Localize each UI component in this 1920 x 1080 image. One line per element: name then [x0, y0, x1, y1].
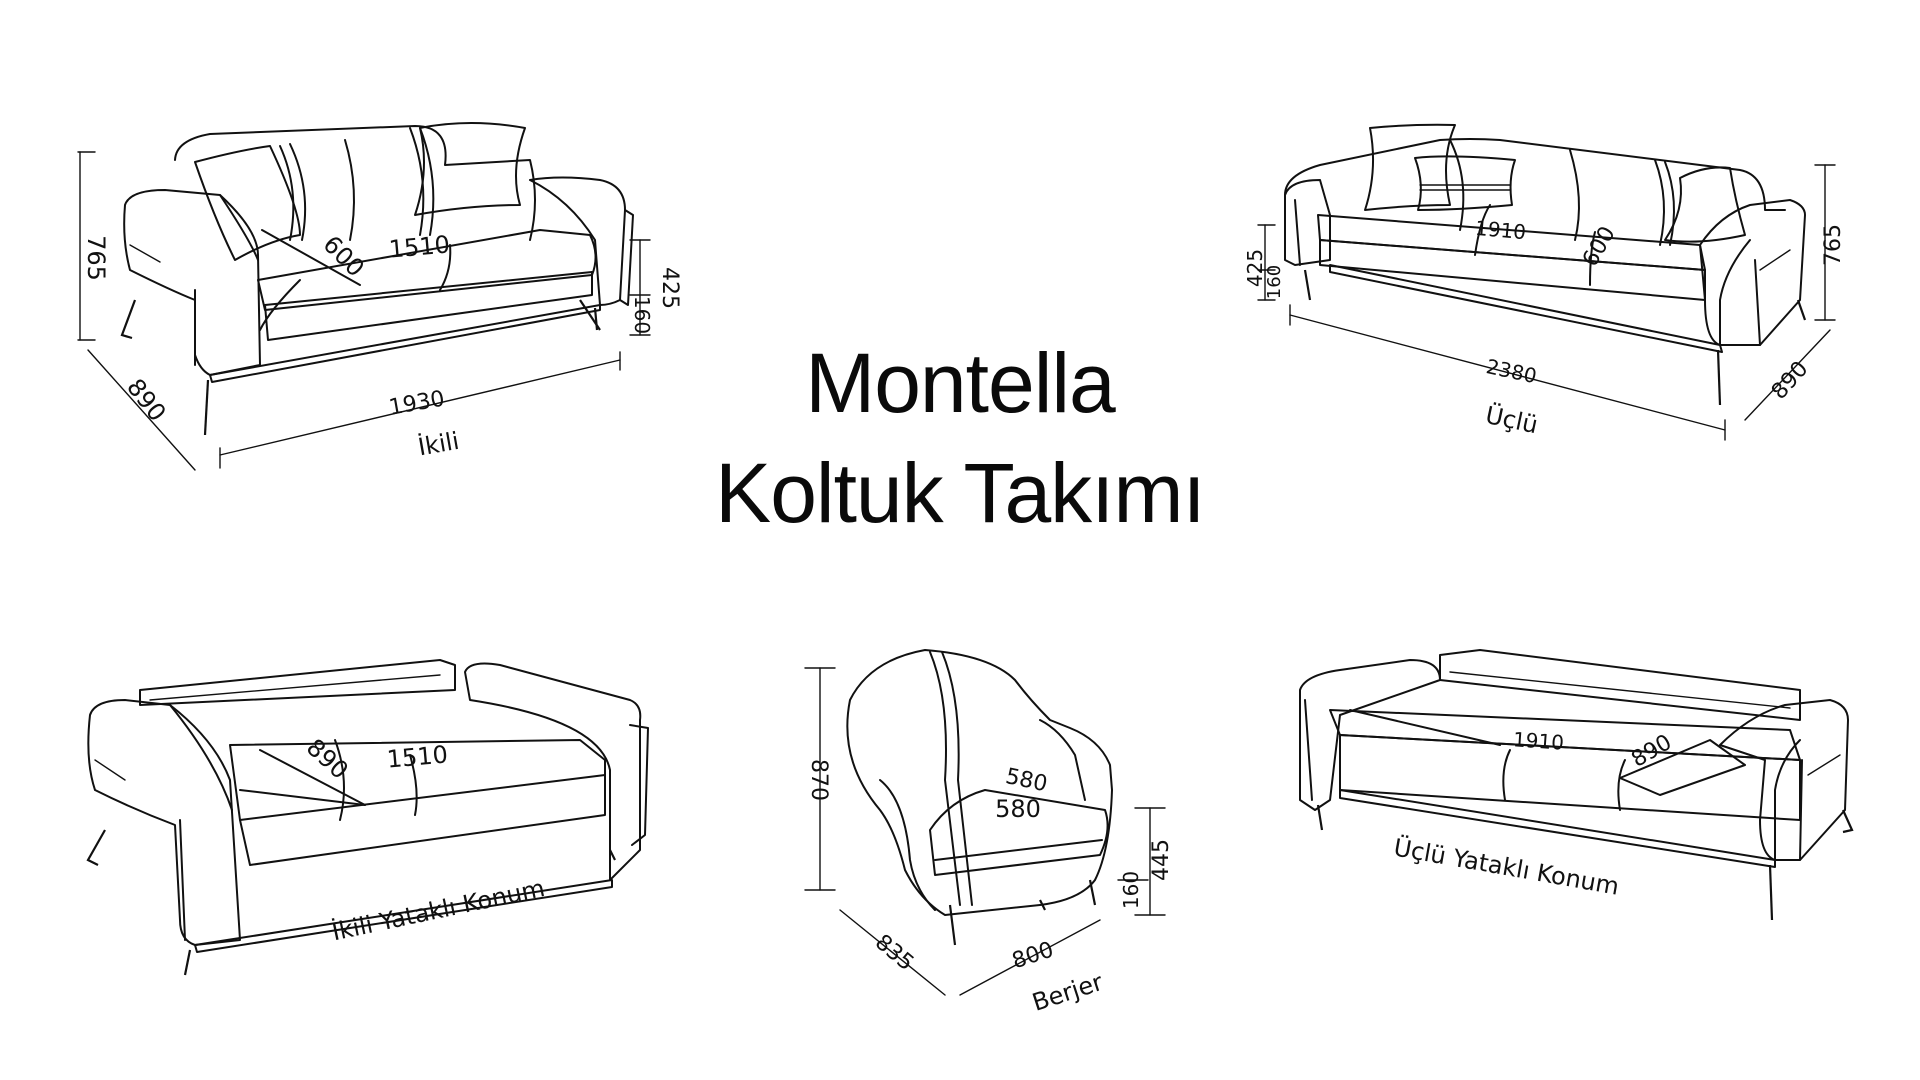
uclu-bed-drawing: 1910 890 Üçlü Yataklı Konum	[1299, 649, 1854, 921]
ikili-seat-height-label: 425	[657, 267, 682, 309]
title-line-2: Koltuk Takımı	[715, 446, 1206, 540]
ikili-bed-depth-label: 890	[301, 733, 354, 784]
ikili-bed-name: İkili Yataklı Konum	[329, 873, 547, 946]
berjer-armchair-drawing: 870 580 580 835 800 445 160 Berjer	[804, 649, 1174, 1017]
berjer-seat-depth-label: 580	[1003, 764, 1049, 797]
uclu-bed-name: Üçlü Yataklı Konum	[1392, 833, 1622, 901]
berjer-height-label: 870	[806, 759, 831, 801]
uclu-height-label: 765	[1821, 224, 1846, 266]
uclu-leg-height-label: 160	[1264, 265, 1285, 299]
ikili-leg-height-label: 160	[630, 296, 654, 334]
ikili-sofa-drawing: 765 890 1930 1510 600 425 160 İkili	[77, 122, 682, 471]
ikili-seat-depth-label: 600	[318, 230, 370, 282]
uclu-bed-width-label: 1910	[1512, 727, 1564, 754]
berjer-width-label: 800	[1009, 937, 1057, 974]
uclu-width-label: 2380	[1484, 354, 1539, 388]
berjer-depth-label: 835	[870, 930, 918, 976]
uclu-name: Üçlü	[1483, 400, 1541, 439]
berjer-leg-height-label: 160	[1119, 871, 1143, 909]
uclu-seat-width-label: 1910	[1474, 216, 1527, 244]
berjer-name: Berjer	[1029, 968, 1107, 1017]
ikili-bed-width-label: 1510	[386, 740, 449, 773]
ikili-seat-width-label: 1510	[388, 230, 451, 263]
berjer-seat-width-label: 580	[995, 795, 1041, 823]
ikili-height-label: 765	[82, 235, 110, 281]
uclu-bed-depth-label: 890	[1627, 730, 1676, 773]
uclu-depth-label: 890	[1767, 357, 1814, 405]
ikili-bed-drawing: 890 1510 İkili Yataklı Konum	[86, 659, 649, 976]
title-line-1: Montella	[805, 336, 1116, 430]
ikili-depth-label: 890	[121, 373, 171, 426]
ikili-width-label: 1930	[387, 386, 446, 420]
uclu-seat-height-label: 425	[1243, 249, 1267, 287]
berjer-seat-height-label: 445	[1149, 839, 1174, 881]
ikili-name: İkili	[416, 426, 461, 462]
uclu-sofa-drawing: 425 160 1910 600 2380 890 765 Üçlü	[1243, 123, 1846, 441]
